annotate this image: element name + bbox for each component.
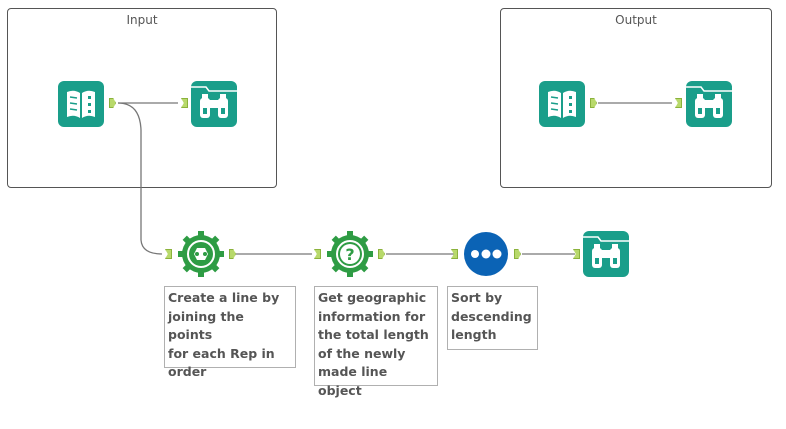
tool-input-data[interactable] xyxy=(57,80,105,128)
input-anchor[interactable] xyxy=(451,249,458,259)
annotation-spatial-info: Get geographic information for the total… xyxy=(314,286,438,398)
book-icon xyxy=(58,81,104,127)
output-anchor[interactable] xyxy=(109,98,116,108)
tool-output-data[interactable] xyxy=(538,80,586,128)
svg-text:?: ? xyxy=(345,245,354,264)
container-title-input: Input xyxy=(126,13,158,27)
book-icon xyxy=(539,81,585,127)
input-anchor[interactable] xyxy=(165,249,172,259)
annotation-sort: Sort by descending length xyxy=(447,286,538,350)
dots-circle-icon xyxy=(464,232,508,276)
binoculars-icon xyxy=(583,231,629,277)
output-anchor[interactable] xyxy=(514,249,521,259)
tool-browse-2[interactable] xyxy=(685,80,733,128)
question-gear-icon: ? xyxy=(327,231,373,277)
annotation-poly-build: Create a line by joining the points for … xyxy=(164,286,296,379)
polybuild-gear-icon xyxy=(178,231,224,277)
tool-spatial-info[interactable]: ? xyxy=(326,230,374,278)
output-anchor[interactable] xyxy=(229,249,236,259)
input-anchor[interactable] xyxy=(573,249,580,259)
tool-sort[interactable] xyxy=(462,230,510,278)
binoculars-icon xyxy=(191,81,237,127)
output-anchor[interactable] xyxy=(378,249,385,259)
input-anchor[interactable] xyxy=(314,249,321,259)
binoculars-icon xyxy=(686,81,732,127)
container-title-output: Output xyxy=(615,13,657,27)
tool-poly-build[interactable] xyxy=(177,230,225,278)
tool-browse-3[interactable] xyxy=(582,230,630,278)
output-anchor[interactable] xyxy=(590,98,597,108)
tool-browse-1[interactable] xyxy=(190,80,238,128)
